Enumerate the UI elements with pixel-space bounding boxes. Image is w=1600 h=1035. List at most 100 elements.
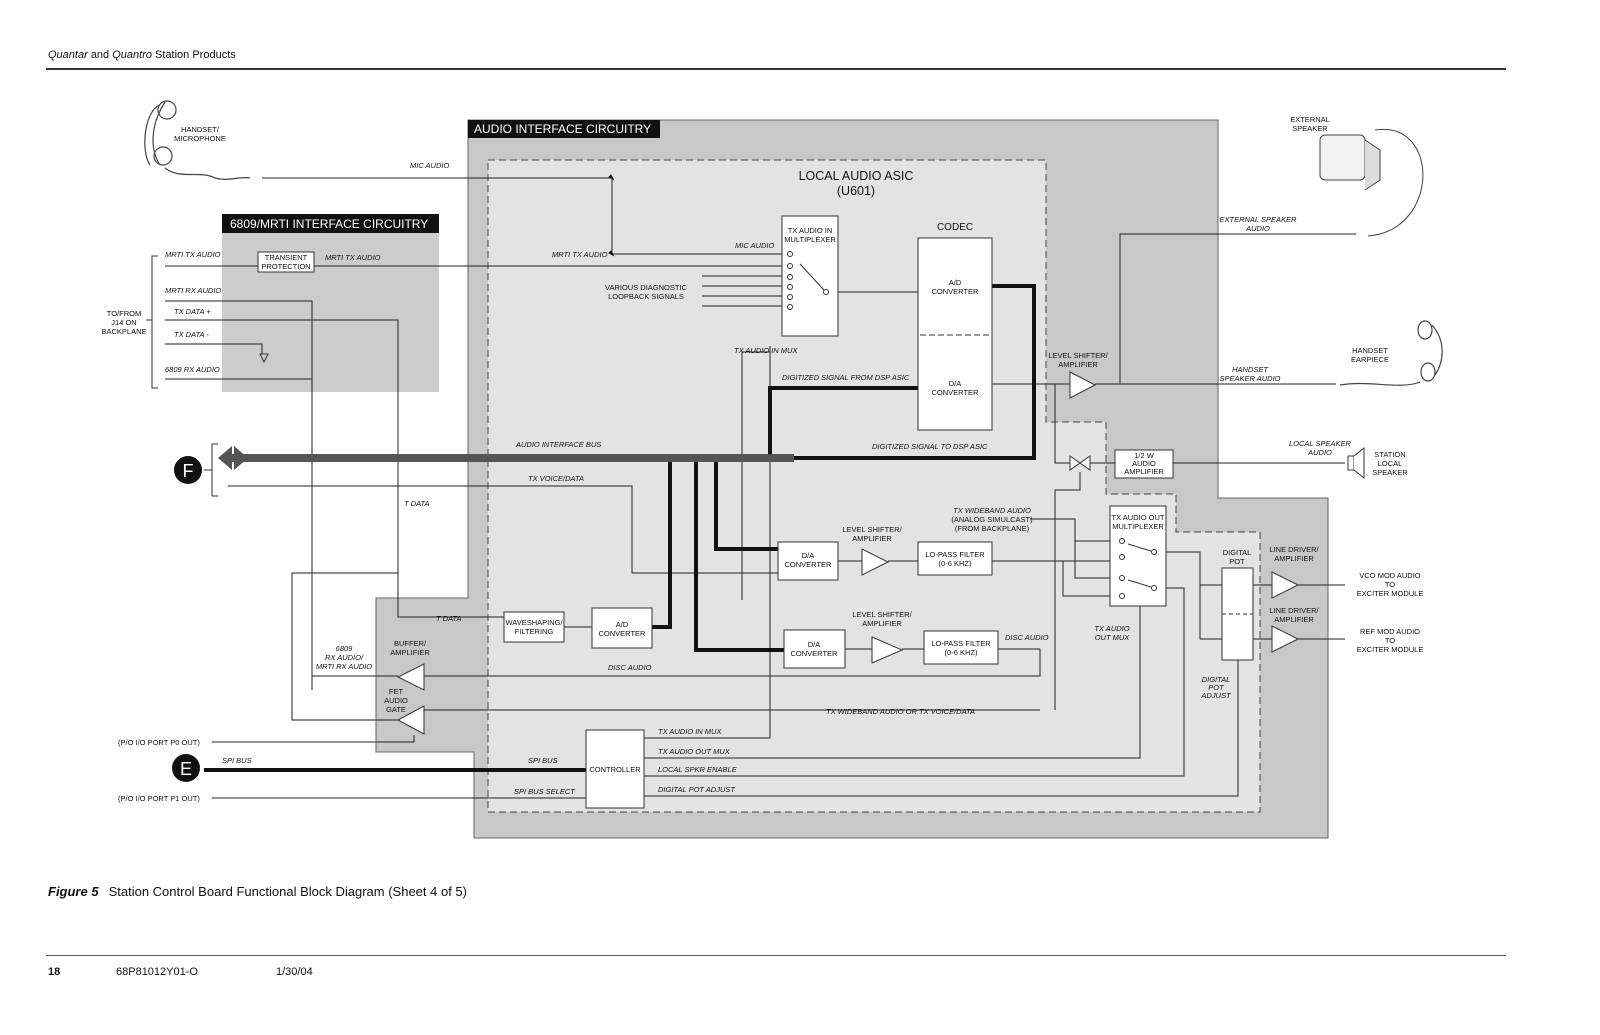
backplane-bracket <box>146 255 158 389</box>
sig-tx-wideband-3: (FROM BACKPLANE) <box>955 524 1030 533</box>
sig-tx-data-plus: TX DATA + <box>174 307 211 316</box>
codec-da-label-2: CONVERTER <box>932 388 980 397</box>
backplane-label: TO/FROM <box>107 309 141 318</box>
lpf1-label-2: (0-6 KHZ) <box>939 559 972 568</box>
digital-pot-label-2: POT <box>1229 557 1245 566</box>
sig-rx-6809-mrti-2: RX AUDIO/ <box>325 653 364 662</box>
tx-out-mux-label: TX AUDIO OUT <box>1112 513 1165 522</box>
handset-earpiece-icon <box>1339 320 1443 386</box>
ad2-label: A/D <box>616 620 629 629</box>
sig-digitized-to: DIGITIZED SIGNAL TO DSP ASIC <box>872 442 988 451</box>
sig-audio-bus: AUDIO INTERFACE BUS <box>515 440 601 449</box>
sig-pot-adjust: DIGITAL <box>1202 675 1231 684</box>
station-speaker-label-2: LOCAL <box>1378 459 1403 468</box>
lpf2-label: LO-PASS FILTER <box>931 639 991 648</box>
connector-f-label: F <box>183 461 194 481</box>
audio-interface-bus <box>232 454 794 462</box>
da2-label-2: CONVERTER <box>791 649 839 658</box>
codec-ad-label-2: CONVERTER <box>932 287 980 296</box>
handset-earpiece-label-2: EARPIECE <box>1351 355 1389 364</box>
sig-tx-data-minus: TX DATA - <box>174 330 209 339</box>
sig-ctrl-local-spkr: LOCAL SPKR ENABLE <box>658 765 738 774</box>
station-speaker-label-3: SPEAKER <box>1372 468 1408 477</box>
backplane-label-3: BACKPLANE <box>101 327 146 336</box>
sig-mrti-tx-asic: MRTI TX AUDIO <box>552 250 608 259</box>
sig-port-p0: (P/O I/O PORT P0 OUT) <box>118 738 200 747</box>
station-speaker-icon <box>1347 446 1365 480</box>
handset-earpiece-label: HANDSET <box>1352 346 1388 355</box>
page-number: 18 <box>48 966 61 978</box>
buffer-label: BUFFER/ <box>394 639 427 648</box>
asic-ref: (U601) <box>837 184 875 198</box>
line-driver1-label-2: AMPLIFIER <box>1274 554 1314 563</box>
sig-port-p1: (P/O I/O PORT P1 OUT) <box>118 794 200 803</box>
sig-6809-rx: 6809 RX AUDIO <box>165 365 220 374</box>
waveshaping-label: WAVESHAPING/ <box>505 618 563 627</box>
connector-f-icon <box>174 456 202 484</box>
sig-ctrl-tx-out-mux: TX AUDIO OUT MUX <box>658 747 731 756</box>
sig-tx-wideband: TX WIDEBAND AUDIO <box>953 506 1031 515</box>
figure-number: Figure 5 <box>48 884 99 899</box>
header-rule <box>46 68 1506 70</box>
audio-interface-title-bar <box>468 120 660 138</box>
mrti-title: 6809/MRTI INTERFACE CIRCUITRY <box>230 217 428 231</box>
sig-handset-spk: HANDSET <box>1232 365 1269 374</box>
handset-mic-label: HANDSET/ <box>181 125 220 134</box>
digital-pot-label: DIGITAL <box>1223 548 1252 557</box>
sig-handset-spk-2: SPEAKER AUDIO <box>1220 374 1281 383</box>
brand-quantro: Quantro <box>112 49 152 61</box>
line-driver2-label-2: AMPLIFIER <box>1274 615 1314 624</box>
sig-ext-spk-2: AUDIO <box>1245 224 1270 233</box>
digitized-paths <box>204 284 1036 772</box>
sig-tx-out-mux-2: OUT MUX <box>1095 633 1131 642</box>
sig-ext-spk: EXTERNAL SPEAKER <box>1220 215 1298 224</box>
doc-number: 68P81012Y01-O <box>116 966 198 978</box>
station-speaker-label: STATION <box>1374 450 1405 459</box>
handset-mic-label-2: MICROPHONE <box>174 134 226 143</box>
brand-quantar: Quantar <box>48 49 88 61</box>
connector-e-label: E <box>180 759 192 779</box>
level-shifter-top-label: LEVEL SHIFTER/ <box>1048 351 1108 360</box>
tx-in-mux-label: TX AUDIO IN <box>788 226 833 235</box>
sig-spi-bus-2: SPI BUS <box>528 756 558 765</box>
tx-in-mux-label-2: MULTIPLEXER <box>784 235 836 244</box>
sig-rx-6809-mrti-3: MRTI RX AUDIO <box>316 662 372 671</box>
tx-out-mux-label-2: MULTIPLEXER <box>1112 522 1164 531</box>
sig-tx-audio-in-mux: TX AUDIO IN MUX <box>734 346 798 355</box>
level-shifter-top-label-2: AMPLIFIER <box>1058 360 1098 369</box>
external-speaker-icon <box>1319 128 1424 237</box>
sig-mrti-tx-in: MRTI TX AUDIO <box>165 250 221 259</box>
codec-ad-label: A/D <box>949 278 962 287</box>
sig-vco-mod-3: EXCITER MODULE <box>1357 589 1424 598</box>
transient-protection-label: TRANSIENT <box>265 253 308 262</box>
backplane-label-2: J14 ON <box>111 318 136 327</box>
lpf1-label: LO-PASS FILTER <box>925 550 985 559</box>
sig-spi-bus-1: SPI BUS <box>222 756 252 765</box>
sig-diagnostic: VARIOUS DIAGNOSTIC <box>605 283 688 292</box>
sig-digitized-from: DIGITIZED SIGNAL FROM DSP ASIC <box>782 373 910 382</box>
sig-local-spk: LOCAL SPEAKER <box>1289 439 1352 448</box>
half-watt-label-2: AUDIO <box>1132 459 1156 468</box>
da2-label: D/A <box>808 640 821 649</box>
da1-label: D/A <box>802 551 815 560</box>
waveshaping-label-2: FILTERING <box>515 627 554 636</box>
ls2-label: LEVEL SHIFTER/ <box>852 610 912 619</box>
header-and: and <box>90 49 110 61</box>
line-driver2-label: LINE DRIVER/ <box>1269 606 1319 615</box>
ls2-label-2: AMPLIFIER <box>862 619 902 628</box>
ls1-label-2: AMPLIFIER <box>852 534 892 543</box>
blocks <box>257 215 1300 809</box>
sig-mrti-rx: MRTI RX AUDIO <box>165 286 221 295</box>
sig-vco-mod-2: TO <box>1385 580 1395 589</box>
fet-gate-label-3: GATE <box>386 705 406 714</box>
sig-tx-voice-data: TX VOICE/DATA <box>528 474 584 483</box>
half-watt-label: 1/2 W <box>1134 451 1155 460</box>
sig-diagnostic-2: LOOPBACK SIGNALS <box>608 292 684 301</box>
sig-pot-adjust-2: POT <box>1208 683 1225 692</box>
sig-tx-wideband-or-voice: TX WIDEBAND AUDIO OR TX VOICE/DATA <box>826 707 975 716</box>
sig-ctrl-tx-in-mux: TX AUDIO IN MUX <box>658 727 722 736</box>
sig-disc-audio-1: DISC AUDIO <box>1005 633 1049 642</box>
line-driver1-label: LINE DRIVER/ <box>1269 545 1319 554</box>
fet-gate-label: FET <box>389 687 404 696</box>
